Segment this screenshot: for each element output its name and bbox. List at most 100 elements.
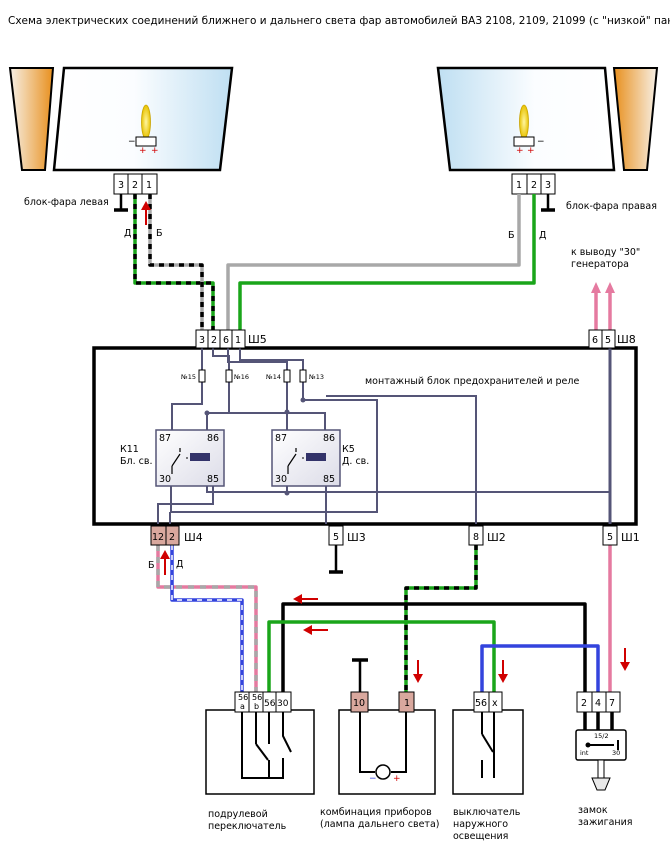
diagram-title: Схема электрических соединений ближнего … — [8, 15, 670, 27]
fuse-16-icon — [225, 369, 233, 383]
svg-text:56: 56 — [238, 693, 248, 702]
wires — [133, 194, 612, 692]
fuses: №15 №16 №14 №13 — [180, 369, 324, 383]
relay-k5: 87 86 30 85 К5 Д. св. — [271, 429, 369, 487]
relay-k11-name: К11 — [120, 444, 139, 455]
svg-text:1: 1 — [404, 698, 410, 709]
left-headlamp-label: блок-фара левая — [24, 197, 109, 208]
left-pin-1: 1 — [146, 180, 152, 191]
internal-wiring — [157, 348, 612, 524]
svg-text:12: 12 — [152, 532, 164, 543]
k5-coil-icon — [306, 453, 326, 461]
fuse-13-icon — [299, 369, 307, 383]
wire-letter-b-sh4: Б — [148, 560, 155, 571]
svg-text:подрулевой: подрулевой — [208, 809, 268, 820]
svg-text:переключатель: переключатель — [208, 821, 287, 832]
svg-text:5: 5 — [607, 532, 613, 543]
svg-text:выключатель: выключатель — [453, 807, 521, 818]
connector-sh4-label: Ш4 — [184, 531, 203, 544]
svg-text:30: 30 — [159, 474, 171, 485]
generator-label-2: генератора — [571, 259, 629, 270]
column-switch: 56 a 56 b 56 30 подрулевой переключатель — [205, 691, 315, 832]
svg-text:85: 85 — [323, 474, 335, 485]
fuse-15-label: №15 — [180, 373, 196, 381]
wire-letter-d-right: Д — [539, 230, 546, 241]
svg-text:2: 2 — [169, 532, 175, 543]
left-pin-3: 3 — [118, 180, 124, 191]
fuse-14-label: №14 — [265, 373, 281, 381]
left-bulb-icon — [135, 104, 157, 147]
svg-text:+: + — [527, 146, 535, 156]
ignition-switch: 2 4 7 15/2 int 30 замок зажигания — [575, 691, 633, 828]
exterior-light-switch: 56 x выключатель наружного освещения — [452, 691, 524, 842]
mounting-block-label: монтажный блок предохранителей и реле — [365, 376, 579, 387]
svg-text:4: 4 — [595, 698, 601, 709]
relay-k5-desc: Д. св. — [342, 456, 369, 467]
svg-text:(лампа дальнего света): (лампа дальнего света) — [320, 819, 440, 830]
svg-text:87: 87 — [159, 433, 171, 444]
svg-text:−: − — [128, 137, 136, 147]
svg-text:7: 7 — [609, 698, 615, 709]
connector-sh8: 6 5 Ш8 — [588, 329, 636, 349]
connector-sh4: 12 2 Ш4 — [150, 525, 203, 546]
ignition-face-left: int — [580, 749, 589, 757]
connector-sh5-label: Ш5 — [248, 333, 267, 346]
svg-text:30: 30 — [277, 699, 289, 709]
fuse-15-icon — [198, 369, 206, 383]
svg-text:освещения: освещения — [453, 831, 508, 842]
svg-text:56: 56 — [475, 698, 487, 709]
connector-sh1-label: Ш1 — [621, 531, 640, 544]
svg-text:56: 56 — [252, 693, 262, 702]
fuse-16-label: №16 — [233, 373, 249, 381]
instrument-cluster: 10 1 − + комбинация приборов (лампа даль… — [320, 691, 440, 830]
svg-text:1: 1 — [235, 335, 241, 346]
svg-text:56: 56 — [264, 699, 276, 709]
svg-text:−: − — [369, 774, 377, 784]
connector-sh3-label: Ш3 — [347, 531, 366, 544]
svg-text:5: 5 — [333, 532, 339, 543]
wire-letter-d-left: Д — [124, 228, 131, 239]
svg-text:2: 2 — [581, 698, 587, 709]
wire-letter-b-left: Б — [156, 228, 163, 239]
svg-text:86: 86 — [207, 433, 219, 444]
left-turn-indicator-lens — [8, 67, 55, 171]
right-headlamp-connector: 1 2 3 — [511, 173, 556, 195]
relay-k11: 87 86 30 85 К11 Бл. св. — [120, 429, 225, 487]
svg-text:85: 85 — [207, 474, 219, 485]
junction-dots — [204, 397, 306, 496]
svg-text:замок: замок — [578, 805, 608, 816]
svg-text:+: + — [151, 146, 159, 156]
ignition-face-top: 15/2 — [594, 732, 609, 740]
left-headlamp-connector: 3 2 1 — [113, 173, 158, 195]
svg-text:x: x — [492, 698, 498, 709]
right-headlamp: − + + 1 2 3 блок-фара правая — [436, 66, 659, 212]
generator-label-1: к выводу "30" — [571, 247, 640, 258]
connector-sh5: 3 2 6 1 Ш5 — [195, 329, 267, 349]
svg-text:−: − — [537, 137, 545, 147]
left-pin-2: 2 — [132, 180, 138, 191]
svg-text:6: 6 — [592, 335, 598, 346]
generator-arrows — [591, 282, 615, 293]
svg-text:комбинация приборов: комбинация приборов — [320, 807, 432, 818]
wire-letter-b-right: Б — [508, 230, 515, 241]
connector-sh2-label: Ш2 — [487, 531, 506, 544]
ground-symbols — [114, 194, 555, 212]
svg-text:+: + — [139, 146, 147, 156]
svg-text:+: + — [393, 774, 401, 784]
connector-sh2: 8 Ш2 — [468, 525, 506, 546]
right-headlamp-label: блок-фара правая — [566, 201, 657, 212]
fuse-13-label: №13 — [308, 373, 324, 381]
svg-text:30: 30 — [275, 474, 287, 485]
current-direction-arrows — [141, 201, 630, 683]
svg-text:86: 86 — [323, 433, 335, 444]
svg-text:5: 5 — [605, 335, 611, 346]
connector-sh1: 5 Ш1 — [602, 525, 640, 546]
svg-text:наружного: наружного — [453, 819, 508, 830]
svg-text:87: 87 — [275, 433, 287, 444]
svg-text:b: b — [254, 702, 259, 711]
svg-text:a: a — [240, 702, 245, 711]
right-turn-indicator-lens — [612, 67, 659, 171]
svg-text:2: 2 — [211, 335, 217, 346]
svg-text:8: 8 — [473, 532, 479, 543]
relay-k11-desc: Бл. св. — [120, 456, 152, 467]
